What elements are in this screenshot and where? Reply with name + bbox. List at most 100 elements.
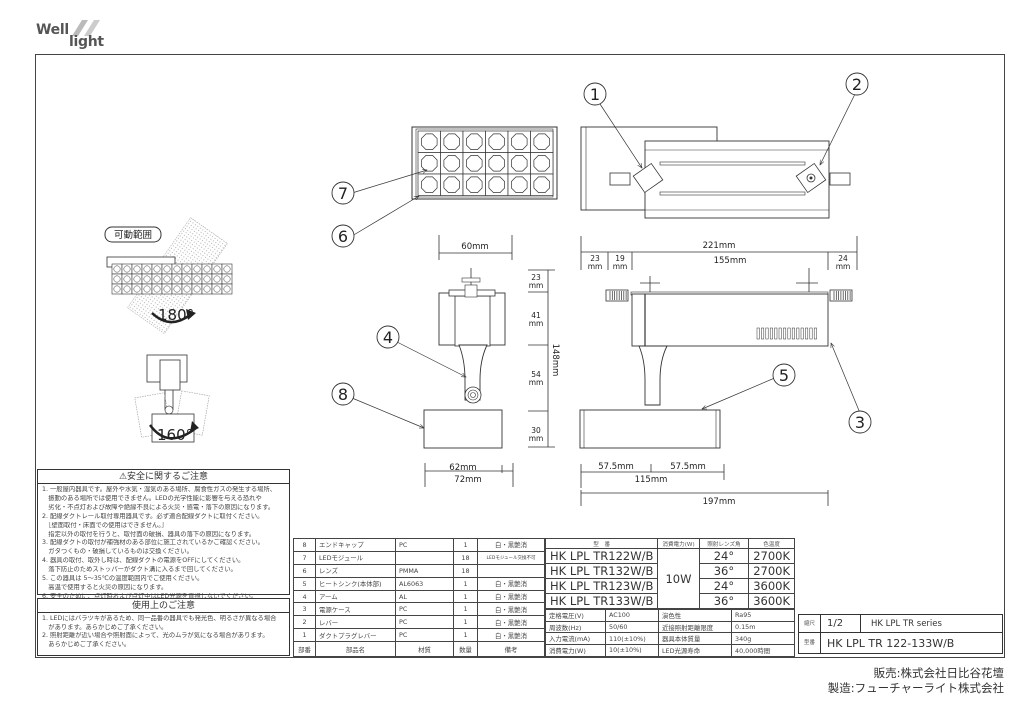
dimension-lines <box>424 235 858 506</box>
led-cell <box>191 283 203 295</box>
callout-number: 2 <box>852 75 862 94</box>
svg-text:mm: mm <box>836 262 851 271</box>
usage-line: 2. 照射距離が近い場合や照射面によって、光のムラが気になる場合があります。 <box>42 632 269 639</box>
callout-circle <box>331 181 355 205</box>
svg-text:155mm: 155mm <box>714 256 747 266</box>
front-lens-view <box>411 126 558 200</box>
led-icon <box>163 265 171 273</box>
svg-text:mm: mm <box>529 378 544 387</box>
lens-icon <box>511 176 528 193</box>
rotation-arrow-head <box>186 309 196 320</box>
led-cell <box>191 263 203 275</box>
callout-circle <box>331 224 355 248</box>
side-elevation-view <box>579 268 853 449</box>
lens-icon <box>466 176 483 193</box>
led-cell <box>151 283 163 295</box>
angle-180-label: 180° <box>158 306 194 324</box>
lens-icon <box>488 133 505 150</box>
led-cell <box>211 273 223 285</box>
callout-circle <box>848 410 872 434</box>
led-cell <box>131 263 143 275</box>
led-icon <box>113 275 121 283</box>
callout-circle <box>772 363 796 387</box>
led-cell <box>161 273 173 285</box>
lens-icon <box>421 133 438 150</box>
usage-title: 使用上のご注意 <box>38 599 289 613</box>
led-icon <box>113 265 121 273</box>
led-icon <box>203 285 211 293</box>
led-cell <box>111 263 123 275</box>
front-elevation-view <box>423 268 506 449</box>
svg-text:41: 41 <box>531 311 541 320</box>
model-header-row: 型 番 消費電力(W) 照射レンズ角 色温度 <box>544 538 795 549</box>
led-icon <box>143 285 151 293</box>
lens-icon <box>488 155 505 172</box>
side-segment-labels: 23 mm 19 mm 155mm 24 mm <box>588 254 851 271</box>
lens-icon <box>533 133 550 150</box>
led-icon <box>163 275 171 283</box>
led-icon <box>223 275 231 283</box>
rotation-range-figure: 可動範囲 180° 160° <box>104 217 233 444</box>
callout-number: 3 <box>855 413 865 432</box>
led-cell <box>181 283 193 295</box>
scale-value: 1/2 <box>820 614 861 633</box>
led-icon <box>213 285 221 293</box>
safety-title: ⚠安全に関するご注意 <box>38 470 289 484</box>
svg-text:mm: mm <box>613 262 628 271</box>
led-cell <box>201 283 213 295</box>
led-cell <box>151 263 163 275</box>
safety-line: 指定以外の取付を行うと、取付面の破損、器具の落下の原因になります。 <box>42 530 256 538</box>
led-cell <box>141 273 153 285</box>
model-row: HK LPL TR133W/B 36° 3600K <box>544 593 795 609</box>
callout-circle <box>845 72 869 96</box>
led-icon <box>133 285 141 293</box>
led-icon <box>213 265 221 273</box>
led-icon <box>223 265 231 273</box>
callout-number: 7 <box>338 184 348 203</box>
usage-line: あらかじめご了承ください。 <box>42 640 131 648</box>
led-icon <box>123 265 131 273</box>
led-cell <box>201 273 213 285</box>
led-cell <box>111 273 123 285</box>
led-cell <box>171 283 183 295</box>
dim-221mm: 221mm <box>703 241 736 251</box>
callout-number: 5 <box>779 366 789 385</box>
usage-notes: 使用上のご注意 1. LEDにはバラツキがあるため、同一品番の器具でも発光色、明… <box>37 598 290 656</box>
led-cell <box>211 283 223 295</box>
led-icon <box>203 275 211 283</box>
safety-line: 振動のある場所では使用できません。LEDの光学性能に影響を与える恐れや <box>42 494 262 502</box>
led-icon <box>183 275 191 283</box>
lens-icon <box>511 133 528 150</box>
safety-line: 4. 器具の取付、取外し時は、配線ダクトの電源をOFFにしてください。 <box>42 557 245 565</box>
lens-icon <box>421 176 438 193</box>
brand-word-light: light <box>69 34 104 50</box>
svg-text:19: 19 <box>615 254 625 263</box>
led-icon <box>183 265 191 273</box>
dim-62mm: 62mm <box>449 463 476 473</box>
led-cell <box>201 263 213 275</box>
led-cell <box>221 283 233 295</box>
led-cell <box>211 263 223 275</box>
led-icon <box>113 285 121 293</box>
callout-number: 6 <box>338 227 348 246</box>
led-icon <box>183 285 191 293</box>
safety-line: 3. 配線ダクトの取付が補強材のある部位に施工されているかご確認ください。 <box>42 539 264 547</box>
lens-icon <box>533 155 550 172</box>
led-cell <box>121 263 133 275</box>
lens-icon <box>533 176 550 193</box>
svg-text:24: 24 <box>838 254 848 263</box>
svg-text:mm: mm <box>588 262 603 271</box>
series-name: HK LPL TR series <box>860 614 1003 633</box>
range-badge <box>104 226 162 243</box>
svg-text:23: 23 <box>590 254 600 263</box>
led-cell <box>131 273 143 285</box>
dim-57-5-left: 57.5mm <box>598 462 634 472</box>
power-cell: 10W <box>657 548 700 609</box>
power-box <box>159 359 181 391</box>
